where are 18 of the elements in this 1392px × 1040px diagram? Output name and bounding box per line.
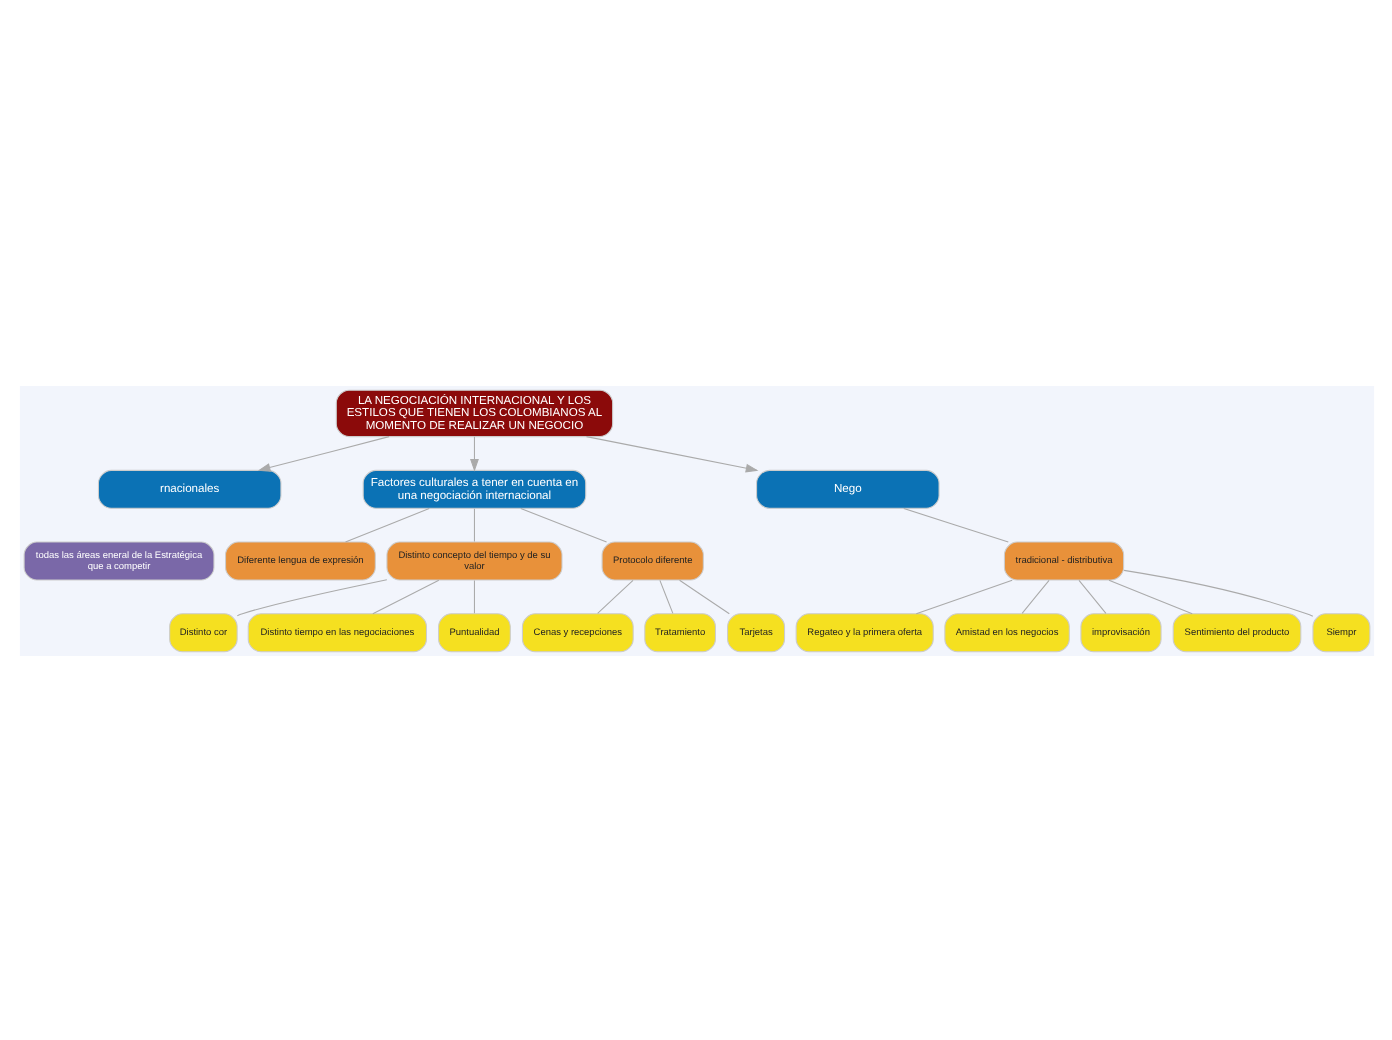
connector xyxy=(658,578,673,613)
connector xyxy=(371,578,439,614)
connector xyxy=(235,578,387,616)
arrow xyxy=(256,435,389,471)
connector xyxy=(1122,568,1313,616)
connector xyxy=(472,578,474,613)
connector xyxy=(914,578,1012,614)
connector xyxy=(343,507,429,542)
connector xyxy=(1107,578,1192,614)
connector xyxy=(519,507,607,542)
connector xyxy=(1020,578,1049,613)
connector xyxy=(596,578,633,613)
arrow xyxy=(584,435,758,472)
connector xyxy=(472,507,474,542)
connector xyxy=(902,506,1008,542)
connector xyxy=(1077,578,1106,613)
arrow xyxy=(469,435,478,471)
connector xyxy=(678,578,729,614)
